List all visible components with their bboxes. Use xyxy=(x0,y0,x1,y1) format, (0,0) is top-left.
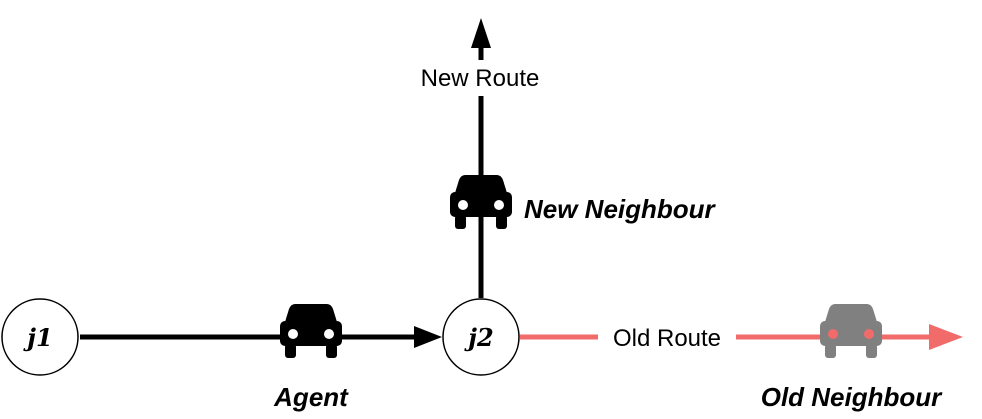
edge-j1-j2-arrowhead xyxy=(414,326,442,348)
node-j1-label: j1 xyxy=(23,323,52,352)
node-j2 xyxy=(442,298,520,376)
new-route-arrowhead xyxy=(471,18,491,48)
new-route-label: New Route xyxy=(421,65,540,92)
agent-label: Agent xyxy=(273,382,349,412)
node-j2-label: j2 xyxy=(464,323,493,352)
old-route-label: Old Route xyxy=(613,325,721,352)
node-j1 xyxy=(1,298,79,376)
new-neighbour-car-icon xyxy=(450,175,512,229)
old-neighbour-label: Old Neighbour xyxy=(761,382,943,412)
new-route-label-bg xyxy=(402,60,558,96)
agent-car-icon xyxy=(280,304,342,358)
new-neighbour-label: New Neighbour xyxy=(524,194,717,224)
old-route-arrowhead xyxy=(929,324,963,350)
old-route-label-bg xyxy=(598,322,736,354)
old-neighbour-car-icon xyxy=(820,304,882,358)
